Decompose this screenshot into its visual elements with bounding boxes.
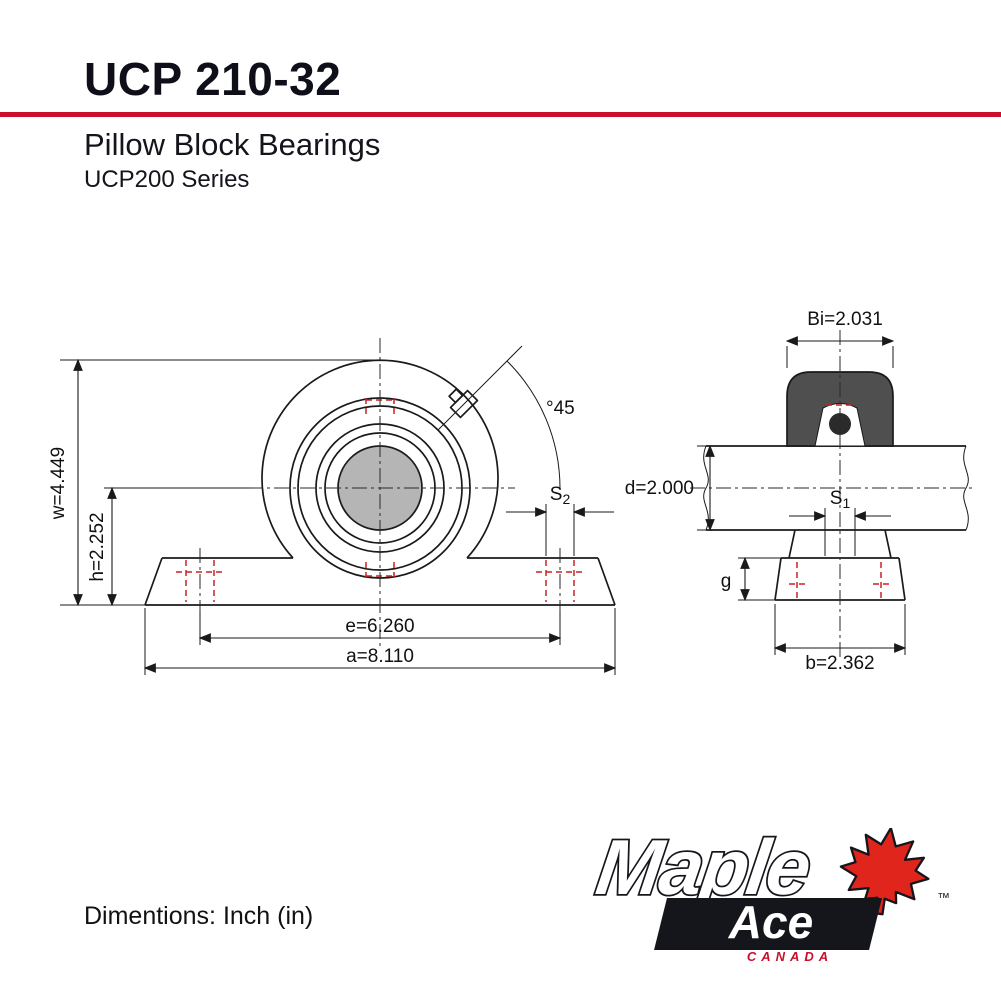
dim-s2-label: S2	[550, 484, 571, 507]
brand-country: CANADA	[747, 949, 833, 964]
maple-leaf-icon	[839, 828, 930, 916]
part-number-title: UCP 210-32	[84, 53, 342, 105]
bolt-slot-hidden-lines	[176, 560, 584, 602]
dim-w-extensions	[60, 359, 382, 606]
angle-label: °45	[546, 398, 575, 419]
dim-g-label: g	[721, 571, 732, 592]
brand-banner	[654, 898, 882, 950]
brand-trademark: ™	[937, 890, 950, 905]
grease-fitting-axis	[437, 345, 523, 431]
product-series: UCP200 Series	[84, 166, 250, 193]
ball-element	[829, 413, 851, 435]
side-centerlines	[690, 330, 975, 658]
dim-bi-extensions	[786, 346, 894, 368]
dim-s1-label: S1	[830, 488, 851, 511]
dim-b-label: b=2.362	[805, 653, 874, 674]
side-slot-hidden-lines	[789, 562, 889, 598]
brand-word-bottom: Ace	[728, 896, 813, 948]
dim-a-label: a=8.110	[346, 646, 414, 667]
brand-logo: Maple ™ Ace CANADA	[590, 828, 950, 964]
dim-w-label: w=4.449	[48, 447, 69, 520]
dim-h-label: h=2.252	[87, 512, 108, 581]
grease-fitting	[448, 388, 479, 419]
units-note: Dimentions: Inch (in)	[84, 902, 314, 930]
front-centerlines	[199, 338, 561, 648]
angle-arc	[506, 360, 561, 489]
dim-d-label: d=2.000	[625, 478, 694, 499]
dim-e-label: e=6.260	[345, 616, 414, 637]
front-view: °45 w=4.449 h=2.252 e=6.260 a=8.110 S2	[48, 338, 617, 675]
side-view: Bi=2.031 d=2.000 S1 g b=2.362	[625, 309, 975, 674]
accent-divider	[0, 112, 1001, 117]
dim-bi-label: Bi=2.031	[807, 309, 883, 330]
product-category: Pillow Block Bearings	[84, 127, 381, 162]
